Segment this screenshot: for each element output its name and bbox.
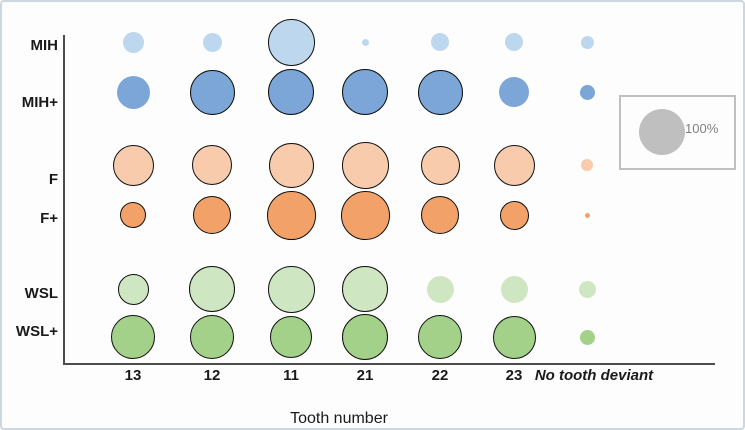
bubble-mih-plus-12 — [189, 69, 235, 115]
legend-box: 100% — [619, 95, 736, 170]
row-label-mih: MIH — [30, 37, 59, 54]
x-label-no-tooth-deviant: No tooth deviant — [534, 367, 654, 384]
bubble-mih-12 — [202, 32, 222, 52]
bubble-wsl-plus-23 — [492, 315, 536, 359]
bubble-f-plus-12 — [193, 196, 231, 234]
x-label-12: 12 — [203, 367, 221, 384]
bubble-mih-23 — [505, 33, 523, 51]
row-label-f-plus: F+ — [40, 210, 58, 227]
bubble-wsl-23 — [500, 275, 528, 303]
legend-size-circle — [639, 109, 685, 155]
bubble-mih-plus-23 — [499, 77, 529, 107]
bubble-f-21 — [341, 141, 389, 189]
bubble-wsl-plus-12 — [190, 315, 234, 359]
row-label-wsl: WSL — [24, 285, 58, 302]
legend-size-label: 100% — [685, 121, 719, 136]
bubble-mih-plus-21 — [342, 69, 388, 115]
bubble-wsl-plus-13 — [111, 315, 155, 359]
bubble-f-13 — [112, 144, 154, 186]
bubble-mih-21 — [361, 38, 369, 46]
bubble-mih-22 — [431, 33, 449, 51]
bubble-f-plus-11 — [266, 190, 316, 240]
bubble-wsl-no-tooth-deviant — [578, 280, 596, 298]
bubble-wsl-13 — [117, 273, 149, 305]
x-axis-line — [63, 363, 715, 365]
bubble-f-plus-22 — [421, 196, 459, 234]
bubble-wsl-plus-11 — [270, 316, 312, 358]
row-label-f: F — [48, 171, 58, 188]
y-axis-line — [63, 35, 65, 364]
bubble-f-no-tooth-deviant — [581, 159, 593, 171]
row-label-mih-plus: MIH+ — [21, 94, 58, 111]
x-axis-title: Tooth number — [290, 410, 388, 427]
row-label-wsl-plus: WSL+ — [15, 323, 58, 340]
bubble-wsl-12 — [189, 266, 235, 312]
bubble-mih-plus-no-tooth-deviant — [579, 84, 595, 100]
bubble-f-22 — [420, 145, 460, 185]
bubble-mih-plus-22 — [417, 69, 463, 115]
x-label-21: 21 — [356, 367, 374, 384]
bubble-f-11 — [268, 142, 314, 188]
bubble-f-12 — [192, 145, 232, 185]
bubble-wsl-plus-22 — [418, 315, 462, 359]
bubble-wsl-plus-21 — [342, 314, 388, 360]
bubble-mih-13 — [122, 31, 144, 53]
bubble-mih-plus-13 — [116, 75, 150, 109]
x-label-23: 23 — [505, 367, 523, 384]
bubble-wsl-21 — [342, 266, 388, 312]
bubble-mih-11 — [267, 18, 315, 66]
bubble-f-plus-23 — [499, 200, 529, 230]
bubble-wsl-plus-no-tooth-deviant — [579, 329, 595, 345]
bubble-wsl-11 — [267, 265, 315, 313]
bubble-f-plus-13 — [120, 202, 146, 228]
bubble-mih-no-tooth-deviant — [580, 35, 594, 49]
bubble-mih-plus-11 — [268, 69, 314, 115]
bubble-f-plus-no-tooth-deviant — [584, 212, 590, 218]
x-label-22: 22 — [431, 367, 449, 384]
bubble-f-23 — [493, 144, 535, 186]
x-label-11: 11 — [283, 367, 299, 384]
x-label-13: 13 — [124, 367, 142, 384]
bubble-wsl-22 — [426, 275, 454, 303]
bubble-f-plus-21 — [340, 190, 390, 240]
